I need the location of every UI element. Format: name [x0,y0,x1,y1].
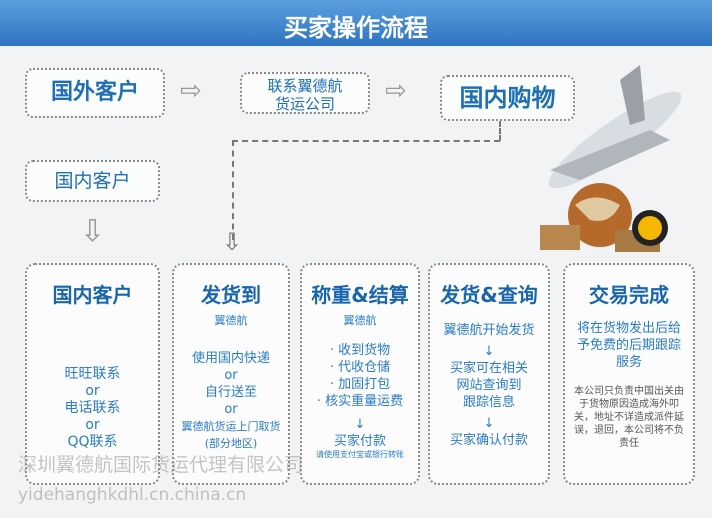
card-weigh-settle: 称重&结算 翼德航 · 收到货物 · 代收仓储 · 加固打包 · 核实重量运费 … [300,263,420,485]
right-arrow-icon: ⇨ [180,76,202,106]
foreign-customer-box: 国外客户 [25,68,165,118]
disclaimer-note: 本公司只负责中国出关由于货物原因造成海外叩关，地址不详造成派件延误，退回，本公司… [574,386,684,449]
down-arrow-icon: ↓ [483,416,495,431]
card-complete: 交易完成 将在货物发出后给 予免费的后期跟踪 服务 本公司只负责中国出关由于货物… [563,263,695,485]
card-line: 电话联系 [64,400,121,416]
card-title: 发货到 [201,283,261,307]
card-line: 翼德航货运上门取货 [181,420,281,433]
card-title: 发货&查询 [440,283,538,307]
card-subtitle: 翼德航 [343,314,377,327]
page-title: 买家操作流程 [284,14,428,42]
card-line: or [85,383,100,399]
card-line: · 加固打包 [329,377,391,392]
card-line: 旺旺联系 [64,366,121,382]
card-title: 交易完成 [589,283,669,307]
card-line: 服务 [615,355,642,370]
card-line: 跟踪信息 [462,395,515,410]
card-line: · 收到货物 [329,343,391,358]
card-line: or [224,368,238,383]
down-arrow-icon: ↓ [483,344,495,359]
connector-line [232,140,234,240]
card-title: 国内客户 [52,283,133,307]
domestic-customer-box: 国内客户 [25,160,160,202]
down-arrow-icon: ⇩ [222,228,243,256]
card-line: 网站查询到 [456,378,522,393]
card-line: 买家确认付款 [449,433,528,448]
card-line: or [85,417,100,433]
card-line: · 核实重量运费 [316,394,404,409]
card-line: · 代收仓储 [329,360,391,375]
down-arrow-icon: ⇩ [80,214,106,249]
connector-line [232,140,500,142]
card-line: QQ联系 [67,434,118,450]
watermark-url: yidehanghkdhl.cn.china.cn [18,485,247,505]
card-ship-track: 发货&查询 翼德航开始发货 ↓ 买家可在相关 网站查询到 跟踪信息 ↓ 买家确认… [428,263,550,485]
card-line: 将在货物发出后给 [576,321,681,336]
card-line: 使用国内快递 [191,351,270,366]
card-line: (部分地区) [204,437,258,450]
connector-line [499,121,501,141]
domestic-shopping-box: 国内购物 [440,75,575,121]
right-arrow-icon: ⇨ [385,76,407,106]
card-line: 买家付款 [333,434,386,449]
contact-company-box: 联系翼德航货运公司 [240,72,370,114]
down-arrow-icon: ↓ [354,417,366,432]
card-line: 翼德航开始发货 [443,323,535,338]
airplane-globe-illustration [540,65,682,252]
card-note: 请使用支付宝或银行转账 [316,450,404,459]
card-line: or [224,402,238,417]
card-line: 买家可在相关 [449,361,528,376]
title-bar: 买家操作流程 [0,0,712,46]
card-contact: 国内客户 旺旺联系 or 电话联系 or QQ联系 [25,263,160,485]
card-line: 自行送至 [204,385,257,400]
card-subtitle: 翼德航 [214,314,248,327]
card-ship-to: 发货到 翼德航 使用国内快递 or 自行送至 or 翼德航货运上门取货 (部分地… [172,263,290,485]
watermark-company: 深圳翼德航国际货运代理有限公司 [18,454,304,476]
card-title: 称重&结算 [311,283,409,307]
card-line: 予免费的后期跟踪 [576,338,681,353]
